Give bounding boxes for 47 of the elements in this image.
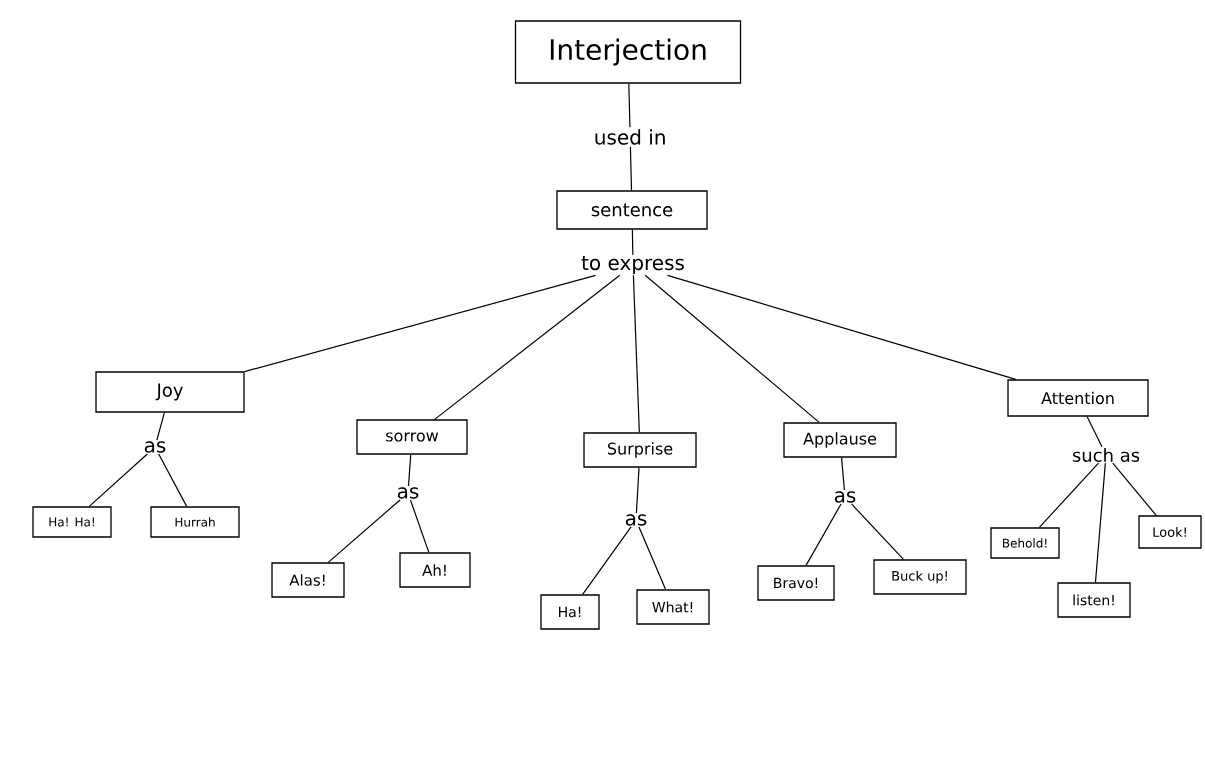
connector-line <box>850 503 905 560</box>
connector-line <box>666 274 1017 380</box>
connector-line <box>158 453 188 507</box>
connector-line <box>632 274 640 433</box>
concept-box: Ha! Ha! <box>32 506 112 538</box>
connector-line <box>840 457 845 491</box>
connector-line <box>156 412 165 441</box>
concept-box: Ah! <box>399 552 471 588</box>
connector-line <box>1112 462 1157 516</box>
connector-line <box>635 467 640 514</box>
concept-box: sentence <box>556 190 708 230</box>
concept-box: Look! <box>1138 515 1202 549</box>
connector-line <box>407 454 412 487</box>
concept-box: listen! <box>1057 582 1131 618</box>
edge-label: used in <box>591 127 669 147</box>
concept-box: Interjection <box>514 20 742 84</box>
connector-line <box>1086 416 1103 448</box>
linking-phrase: as <box>623 513 649 527</box>
connector-line <box>327 499 401 563</box>
connector-line <box>638 526 667 590</box>
concept-box: sorrow <box>356 419 468 455</box>
connector-line <box>88 453 148 507</box>
concept-box: Bravo! <box>757 565 835 601</box>
connector-line <box>1038 462 1100 528</box>
linking-phrase: as <box>395 486 421 500</box>
concept-box: Ha! <box>540 594 600 630</box>
concept-box: Surprise <box>583 432 697 468</box>
linking-phrase: to express <box>580 254 686 276</box>
concept-box: Buck up! <box>873 559 967 595</box>
concept-box: Alas! <box>271 562 345 598</box>
connector-line <box>582 526 632 595</box>
linking-phrase: as <box>142 440 168 454</box>
linking-phrase: such as <box>1070 447 1142 463</box>
concept-box: Joy <box>95 371 245 413</box>
connector-line <box>244 274 597 373</box>
connector-line <box>409 499 430 553</box>
connector-line <box>805 503 842 566</box>
connector-line <box>631 229 634 256</box>
connector-line <box>434 274 621 420</box>
concept-box: Attention <box>1007 379 1149 417</box>
linking-phrase: as <box>832 490 858 504</box>
concept-box: Behold! <box>990 527 1060 559</box>
connector-line <box>644 274 820 423</box>
concept-box: Hurrah <box>150 506 240 538</box>
connector-line <box>1094 462 1106 583</box>
concept-box: What! <box>636 589 710 625</box>
concept-box: Applause <box>783 422 897 458</box>
